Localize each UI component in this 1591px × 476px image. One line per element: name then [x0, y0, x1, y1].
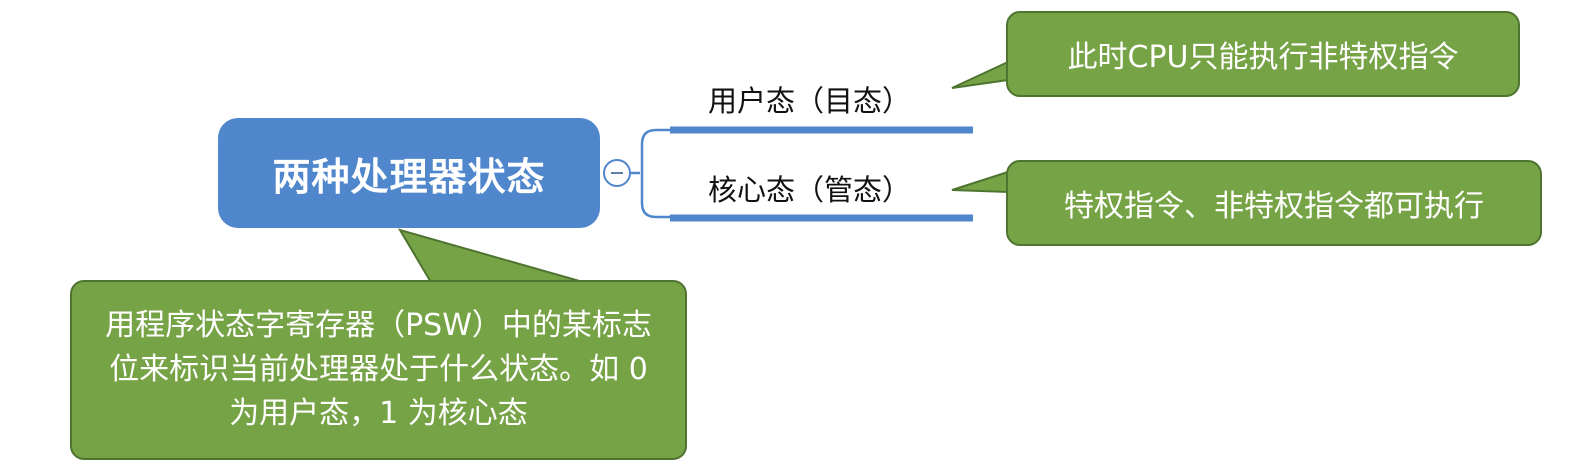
branch-connector	[631, 128, 672, 219]
callout-pointer-psw	[397, 228, 591, 285]
callout-kernel-mode-text: 特权指令、非特权指令都可执行	[1064, 189, 1484, 224]
callout-psw-note[interactable]: 用程序状态字寄存器（PSW）中的某标志位来标识当前处理器处于什么状态。如 0 为…	[70, 280, 687, 460]
callout-pointer-user	[951, 60, 1009, 89]
root-topic-node[interactable]: 两种处理器状态	[218, 118, 600, 228]
branch-user-mode-label: 用户态（目态）	[708, 84, 912, 118]
branch-kernel-mode[interactable]: 核心态（管态）	[708, 167, 911, 209]
callout-user-mode-text: 此时CPU只能执行非特权指令	[1067, 40, 1459, 75]
collapse-minus-icon[interactable]	[603, 159, 631, 187]
root-topic-label: 两种处理器状态	[272, 154, 546, 199]
branch-kernel-mode-label: 核心态（管态）	[708, 173, 912, 207]
callout-psw-text: 用程序状态字寄存器（PSW）中的某标志位来标识当前处理器处于什么状态。如 0 为…	[105, 308, 652, 431]
callout-pointer-kernel	[951, 170, 1009, 194]
callout-user-mode-note[interactable]: 此时CPU只能执行非特权指令	[1006, 11, 1520, 97]
callout-kernel-mode-note[interactable]: 特权指令、非特权指令都可执行	[1006, 160, 1542, 246]
branch-user-mode[interactable]: 用户态（目态）	[708, 78, 911, 120]
